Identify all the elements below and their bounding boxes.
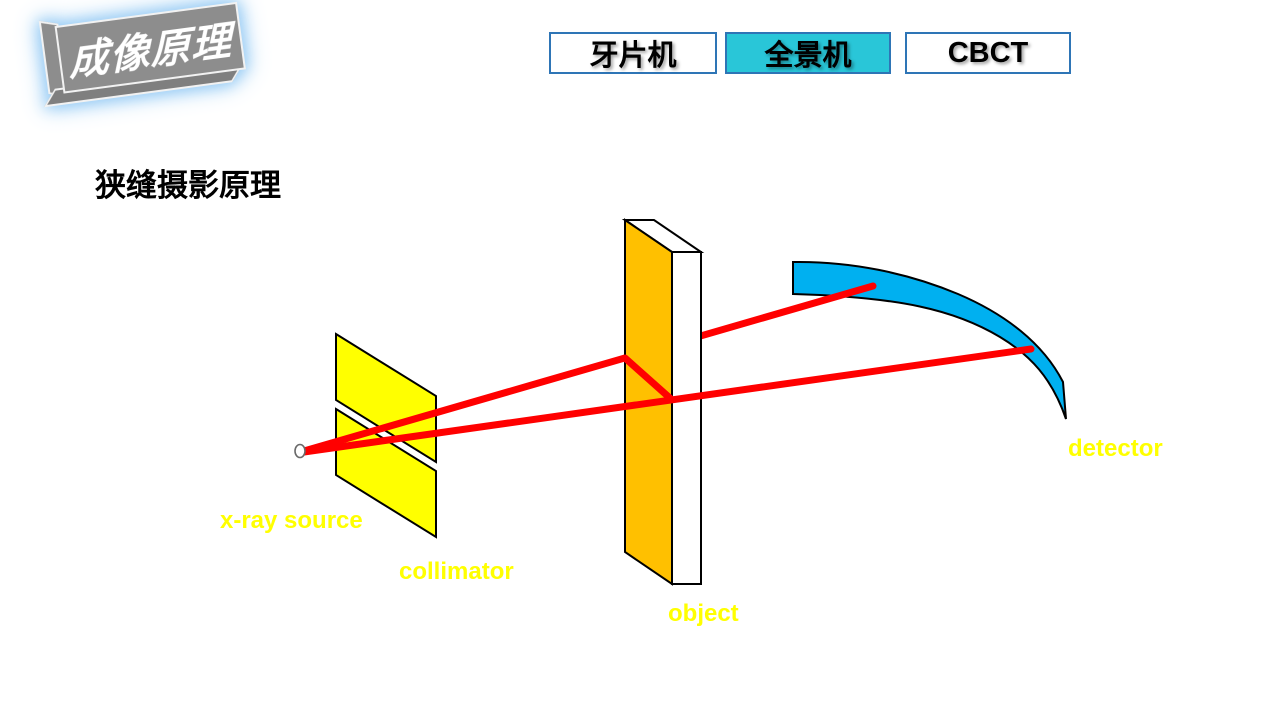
page-title: 狭缝摄影原理 bbox=[95, 168, 281, 203]
collimator-upper-plate bbox=[335, 332, 437, 464]
xray-beam-lower bbox=[300, 345, 1035, 456]
tab-dental-film[interactable]: 牙片机 bbox=[549, 32, 717, 74]
xray-beam-upper bbox=[300, 282, 877, 455]
xray-source-point bbox=[294, 443, 306, 459]
label-detector: detector bbox=[1068, 435, 1163, 462]
detector-arc bbox=[792, 260, 1067, 420]
object-side-face bbox=[671, 251, 702, 585]
label-xray-source: x-ray source bbox=[220, 507, 363, 534]
tab-panoramic[interactable]: 全景机 bbox=[725, 32, 891, 74]
label-object: object bbox=[668, 600, 739, 627]
beam-object-segment bbox=[621, 354, 675, 403]
label-collimator: collimator bbox=[399, 558, 514, 585]
tab-cbct[interactable]: CBCT bbox=[905, 32, 1071, 74]
